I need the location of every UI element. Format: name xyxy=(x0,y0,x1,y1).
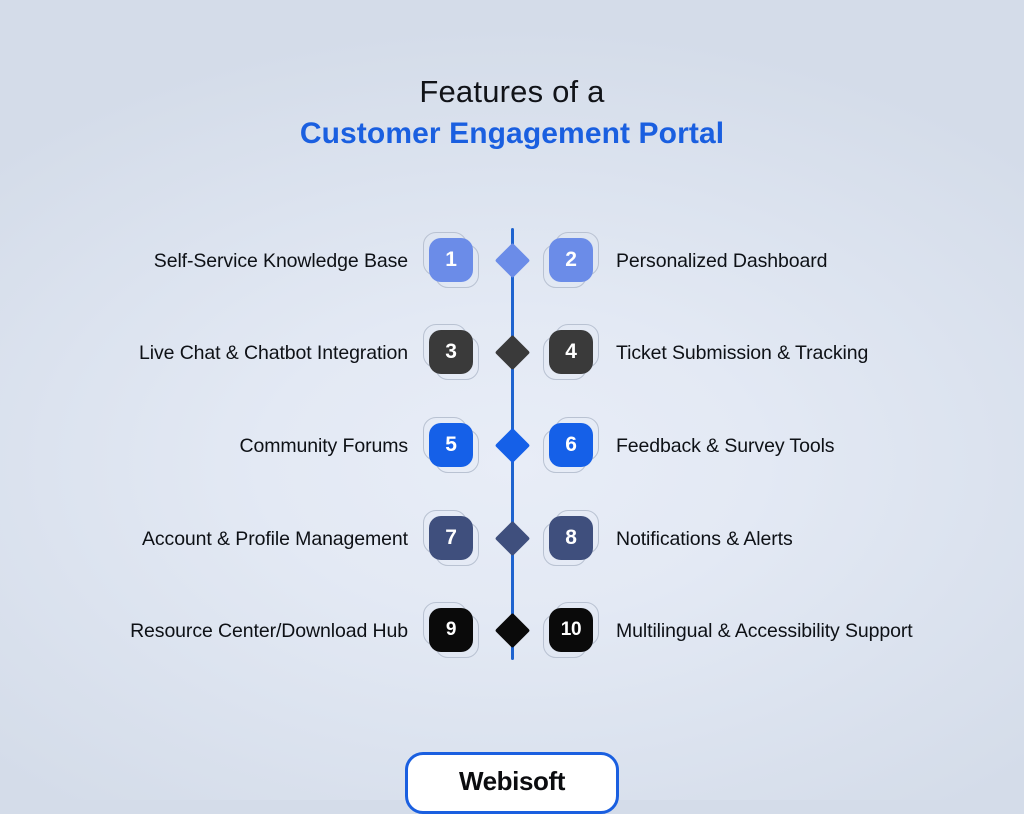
feature-row: Resource Center/Download Hub 9 10 Multil… xyxy=(0,596,1024,666)
feature-label: Multilingual & Accessibility Support xyxy=(616,619,913,642)
feature-row: Account & Profile Management 7 8 Notific… xyxy=(0,504,1024,574)
feature-number-badge[interactable]: 1 xyxy=(423,232,479,288)
feature-item-10[interactable]: 10 Multilingual & Accessibility Support xyxy=(543,602,1024,658)
page-title: Features of a Customer Engagement Portal xyxy=(0,72,1024,154)
brand-name: Webisoft xyxy=(458,765,566,796)
feature-label: Self-Service Knowledge Base xyxy=(153,249,408,272)
feature-number-badge[interactable]: 7 xyxy=(423,510,479,566)
feature-item-5[interactable]: Community Forums 5 xyxy=(0,417,479,473)
badge-number: 1 xyxy=(429,238,473,282)
feature-number-badge[interactable]: 5 xyxy=(423,417,479,473)
feature-item-7[interactable]: Account & Profile Management 7 xyxy=(0,510,479,566)
title-line-2: Customer Engagement Portal xyxy=(299,117,725,150)
feature-label: Ticket Submission & Tracking xyxy=(616,341,869,364)
badge-number: 5 xyxy=(429,423,473,467)
timeline-diamond-marker xyxy=(494,612,531,649)
title-line-1: Features of a xyxy=(419,74,605,109)
feature-number-badge[interactable]: 4 xyxy=(543,324,599,380)
badge-number: 10 xyxy=(549,608,593,652)
feature-row: Self-Service Knowledge Base 1 2 Personal… xyxy=(0,226,1024,296)
feature-row: Live Chat & Chatbot Integration 3 4 Tick… xyxy=(0,318,1024,388)
feature-item-3[interactable]: Live Chat & Chatbot Integration 3 xyxy=(0,324,479,380)
feature-label: Resource Center/Download Hub xyxy=(130,619,408,642)
timeline-diamond-marker xyxy=(494,427,531,464)
timeline-diamond-marker xyxy=(494,520,531,557)
badge-number: 9 xyxy=(429,608,473,652)
feature-item-4[interactable]: 4 Ticket Submission & Tracking xyxy=(543,324,1024,380)
feature-row: Community Forums 5 6 Feedback & Survey T… xyxy=(0,411,1024,481)
feature-number-badge[interactable]: 10 xyxy=(543,602,599,658)
brand-logo[interactable]: Webisoft xyxy=(405,752,619,814)
badge-number: 6 xyxy=(549,423,593,467)
badge-number: 8 xyxy=(549,516,593,560)
feature-number-badge[interactable]: 2 xyxy=(543,232,599,288)
badge-number: 7 xyxy=(429,516,473,560)
feature-label: Feedback & Survey Tools xyxy=(616,434,835,457)
feature-number-badge[interactable]: 6 xyxy=(543,417,599,473)
feature-label: Live Chat & Chatbot Integration xyxy=(139,341,408,364)
feature-label: Account & Profile Management xyxy=(141,527,408,550)
feature-number-badge[interactable]: 3 xyxy=(423,324,479,380)
badge-number: 2 xyxy=(549,238,593,282)
feature-item-6[interactable]: 6 Feedback & Survey Tools xyxy=(543,417,1024,473)
feature-item-8[interactable]: 8 Notifications & Alerts xyxy=(543,510,1024,566)
feature-label: Notifications & Alerts xyxy=(616,527,793,550)
feature-label: Personalized Dashboard xyxy=(616,249,828,272)
feature-number-badge[interactable]: 8 xyxy=(543,510,599,566)
badge-number: 4 xyxy=(549,330,593,374)
feature-item-9[interactable]: Resource Center/Download Hub 9 xyxy=(0,602,479,658)
feature-item-1[interactable]: Self-Service Knowledge Base 1 xyxy=(0,232,479,288)
badge-number: 3 xyxy=(429,330,473,374)
feature-item-2[interactable]: 2 Personalized Dashboard xyxy=(543,232,1024,288)
timeline-diamond-marker xyxy=(494,242,531,279)
feature-label: Community Forums xyxy=(239,434,408,457)
feature-number-badge[interactable]: 9 xyxy=(423,602,479,658)
timeline-diamond-marker xyxy=(494,334,531,371)
